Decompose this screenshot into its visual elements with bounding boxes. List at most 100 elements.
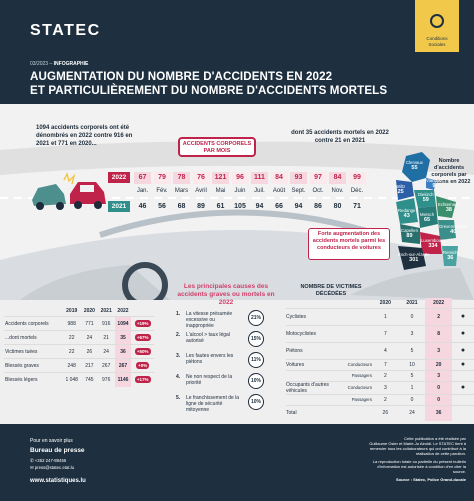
stats-cell: 26 [81, 344, 98, 359]
victims-cell: 10 [398, 358, 426, 370]
victims-cell: 3 [425, 341, 452, 359]
victims-row-label: Voitures [286, 358, 336, 370]
monthly-label: ACCIDENTS CORPORELS PAR MOIS [178, 137, 256, 157]
change-badge: +0% [136, 362, 150, 369]
causes-panel: Les principales causes des accidents gra… [170, 283, 282, 416]
change-badge: +19% [134, 320, 151, 327]
victims-cell: 8 [425, 324, 452, 342]
victims-cell: 0 [398, 307, 426, 325]
victims-row-label: Total [286, 404, 336, 421]
badge-line2: Sociales [428, 42, 446, 47]
stats-cell: 217 [81, 358, 98, 373]
cause-pct-circle: 15% [248, 331, 264, 347]
value-2021-2: 68 [177, 203, 186, 210]
stats-year-2022: 2022 [117, 308, 129, 314]
category-badge: Conditions Sociales [415, 0, 459, 52]
value-2022-1: 79 [153, 172, 171, 184]
stats-year-2020: 2020 [83, 308, 95, 314]
victim-type-icon: ● [452, 307, 474, 325]
publication-meta: 03/2023 – INFOGRAPHIE [30, 61, 89, 67]
stats-cell: 1094 [114, 316, 132, 331]
cause-label: Ne non respect de la priorité [186, 374, 233, 386]
cause-num: 3. [176, 353, 181, 359]
victims-row-sub: Passagers [336, 393, 372, 405]
victims-cell: 3 [425, 369, 452, 381]
month-label-7: Août [272, 188, 286, 194]
victims-cell: 0 [398, 393, 426, 405]
stats-cell: 988 [62, 316, 81, 331]
stats-row-label: Accidents corporels [4, 316, 63, 331]
value-2022-5: 96 [231, 172, 249, 184]
victims-cell: 36 [425, 404, 452, 421]
footer-more: Pour en savoir plus [30, 438, 73, 444]
value-2021-8: 94 [294, 203, 303, 210]
cause-item: 1.La vitesse présumée excessive ou inapp… [170, 310, 282, 332]
victims-cell: 2 [372, 369, 399, 381]
victims-year-2022: 2022 [425, 298, 452, 308]
stats-row-label: Blessés graves [4, 358, 63, 373]
value-2022-2: 78 [173, 172, 190, 184]
footer-web-link[interactable]: www.statistiques.lu [30, 478, 86, 484]
value-2022-3: 76 [192, 172, 210, 184]
value-2021-5: 105 [234, 203, 246, 210]
statec-logo[interactable]: STATEC [30, 22, 101, 39]
meta-type: INFOGRAPHIE [53, 61, 89, 67]
stats-cell: 976 [97, 372, 115, 387]
stats-year-2021: 2021 [100, 308, 112, 314]
cause-num: 4. [176, 374, 181, 380]
cause-label: Les fautes envers les piétons [186, 353, 234, 365]
month-label-9: Oct. [312, 188, 324, 194]
victim-type-icon: ● [452, 358, 474, 370]
footer-email[interactable]: ✉ press@statec.etat.lu [30, 465, 75, 470]
victims-cell: 1 [372, 307, 399, 325]
cause-item: 5.Le franchissement de la ligne de sécur… [170, 394, 282, 416]
map-title: Nombre d'accidents corporels par cantons… [427, 158, 471, 185]
cause-pct-circle: 21% [248, 310, 264, 326]
month-label-8: Sept. [291, 188, 306, 194]
victims-cell: 2 [425, 307, 452, 325]
victims-cell: 0 [425, 380, 452, 394]
victims-cell: 5 [398, 369, 426, 381]
victims-cell: 24 [398, 404, 426, 421]
stats-cell: 22 [62, 330, 81, 345]
victim-type-icon: ● [452, 380, 474, 394]
drivers-callout: Forte augmentation des accidents mortels… [308, 228, 390, 260]
stats-cell: 24 [97, 344, 115, 359]
intro-left-text: 1094 accidents corporels ont été dénombr… [36, 125, 133, 147]
month-label-10: Nov. [331, 188, 344, 194]
cause-num: 5. [176, 395, 181, 401]
value-2022-4: 121 [212, 172, 229, 184]
value-2022-10: 84 [329, 172, 346, 184]
title-line-2: ET PARTICULIÈREMENT DU NOMBRE D'ACCIDENT… [30, 84, 388, 97]
cause-num: 2. [176, 332, 181, 338]
mail-icon: ✉ [30, 465, 35, 470]
victims-row-sub: Conducteurs [336, 380, 372, 394]
value-2021-6: 94 [255, 203, 264, 210]
cause-label: La vitesse présumée excessive ou inappro… [186, 311, 233, 329]
value-2021-0: 46 [138, 203, 147, 210]
change-badge: +50% [134, 348, 151, 355]
victims-row-label: Piétons [286, 341, 336, 359]
